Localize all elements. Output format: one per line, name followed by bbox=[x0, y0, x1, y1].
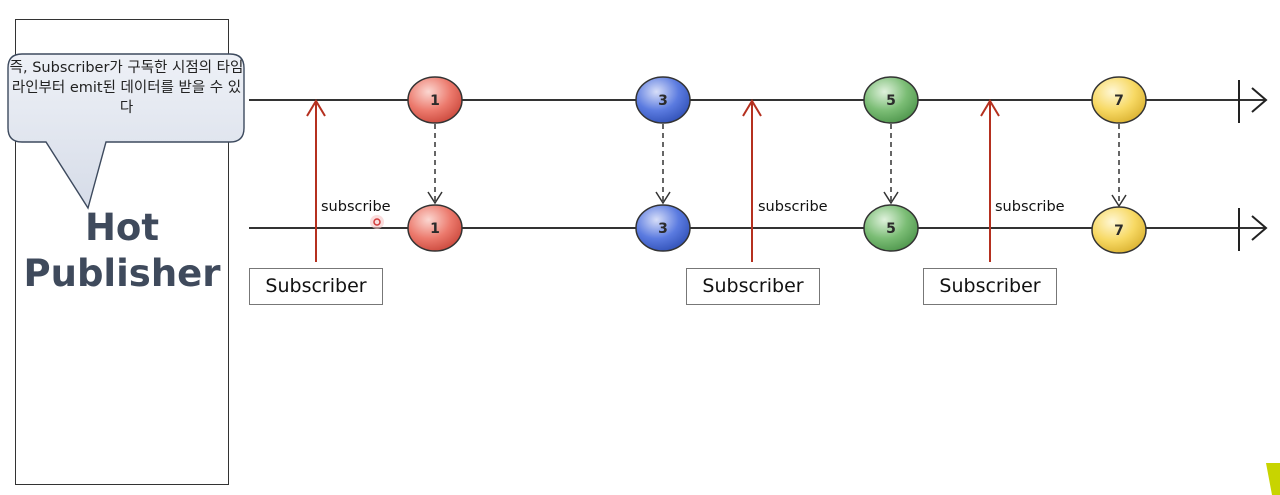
hot-publisher-title: Hot Publisher bbox=[23, 206, 221, 295]
subscriber-box-2: Subscriber bbox=[686, 268, 820, 305]
subscriber-box-1: Subscriber bbox=[249, 268, 383, 305]
marble-sub-3-label: 3 bbox=[658, 221, 668, 237]
marble-pub-5: 5 bbox=[863, 76, 919, 124]
marble-pub-3-label: 3 bbox=[658, 93, 668, 109]
subscribe-label-2: subscribe bbox=[758, 199, 828, 215]
marble-sub-1: 1 bbox=[407, 204, 463, 252]
marble-sub-5-label: 5 bbox=[886, 221, 896, 237]
emission-arrows bbox=[427, 124, 1127, 208]
subscribe-label-3: subscribe bbox=[995, 199, 1065, 215]
subscribe-label-1: subscribe bbox=[321, 199, 391, 215]
marble-pub-5-label: 5 bbox=[886, 93, 896, 109]
callout-bubble bbox=[7, 53, 245, 210]
cursor-indicator bbox=[370, 215, 384, 229]
marble-sub-5: 5 bbox=[863, 204, 919, 252]
marble-pub-7: 7 bbox=[1091, 76, 1147, 124]
callout-text: 즉, Subscriber가 구독한 시점의 타임라인부터 emit된 데이터를… bbox=[9, 60, 244, 116]
marble-pub-7-label: 7 bbox=[1114, 93, 1124, 109]
marble-sub-3: 3 bbox=[635, 204, 691, 252]
marble-pub-3: 3 bbox=[635, 76, 691, 124]
marble-sub-1-label: 1 bbox=[430, 221, 440, 237]
marble-sub-7: 7 bbox=[1091, 206, 1147, 254]
marble-sub-7-label: 7 bbox=[1114, 223, 1124, 239]
subscriber-box-3: Subscriber bbox=[923, 268, 1057, 305]
marble-pub-1: 1 bbox=[407, 76, 463, 124]
marble-pub-1-label: 1 bbox=[430, 93, 440, 109]
corner-accent-shape bbox=[1266, 463, 1280, 495]
subscribe-arrows bbox=[306, 99, 1000, 262]
